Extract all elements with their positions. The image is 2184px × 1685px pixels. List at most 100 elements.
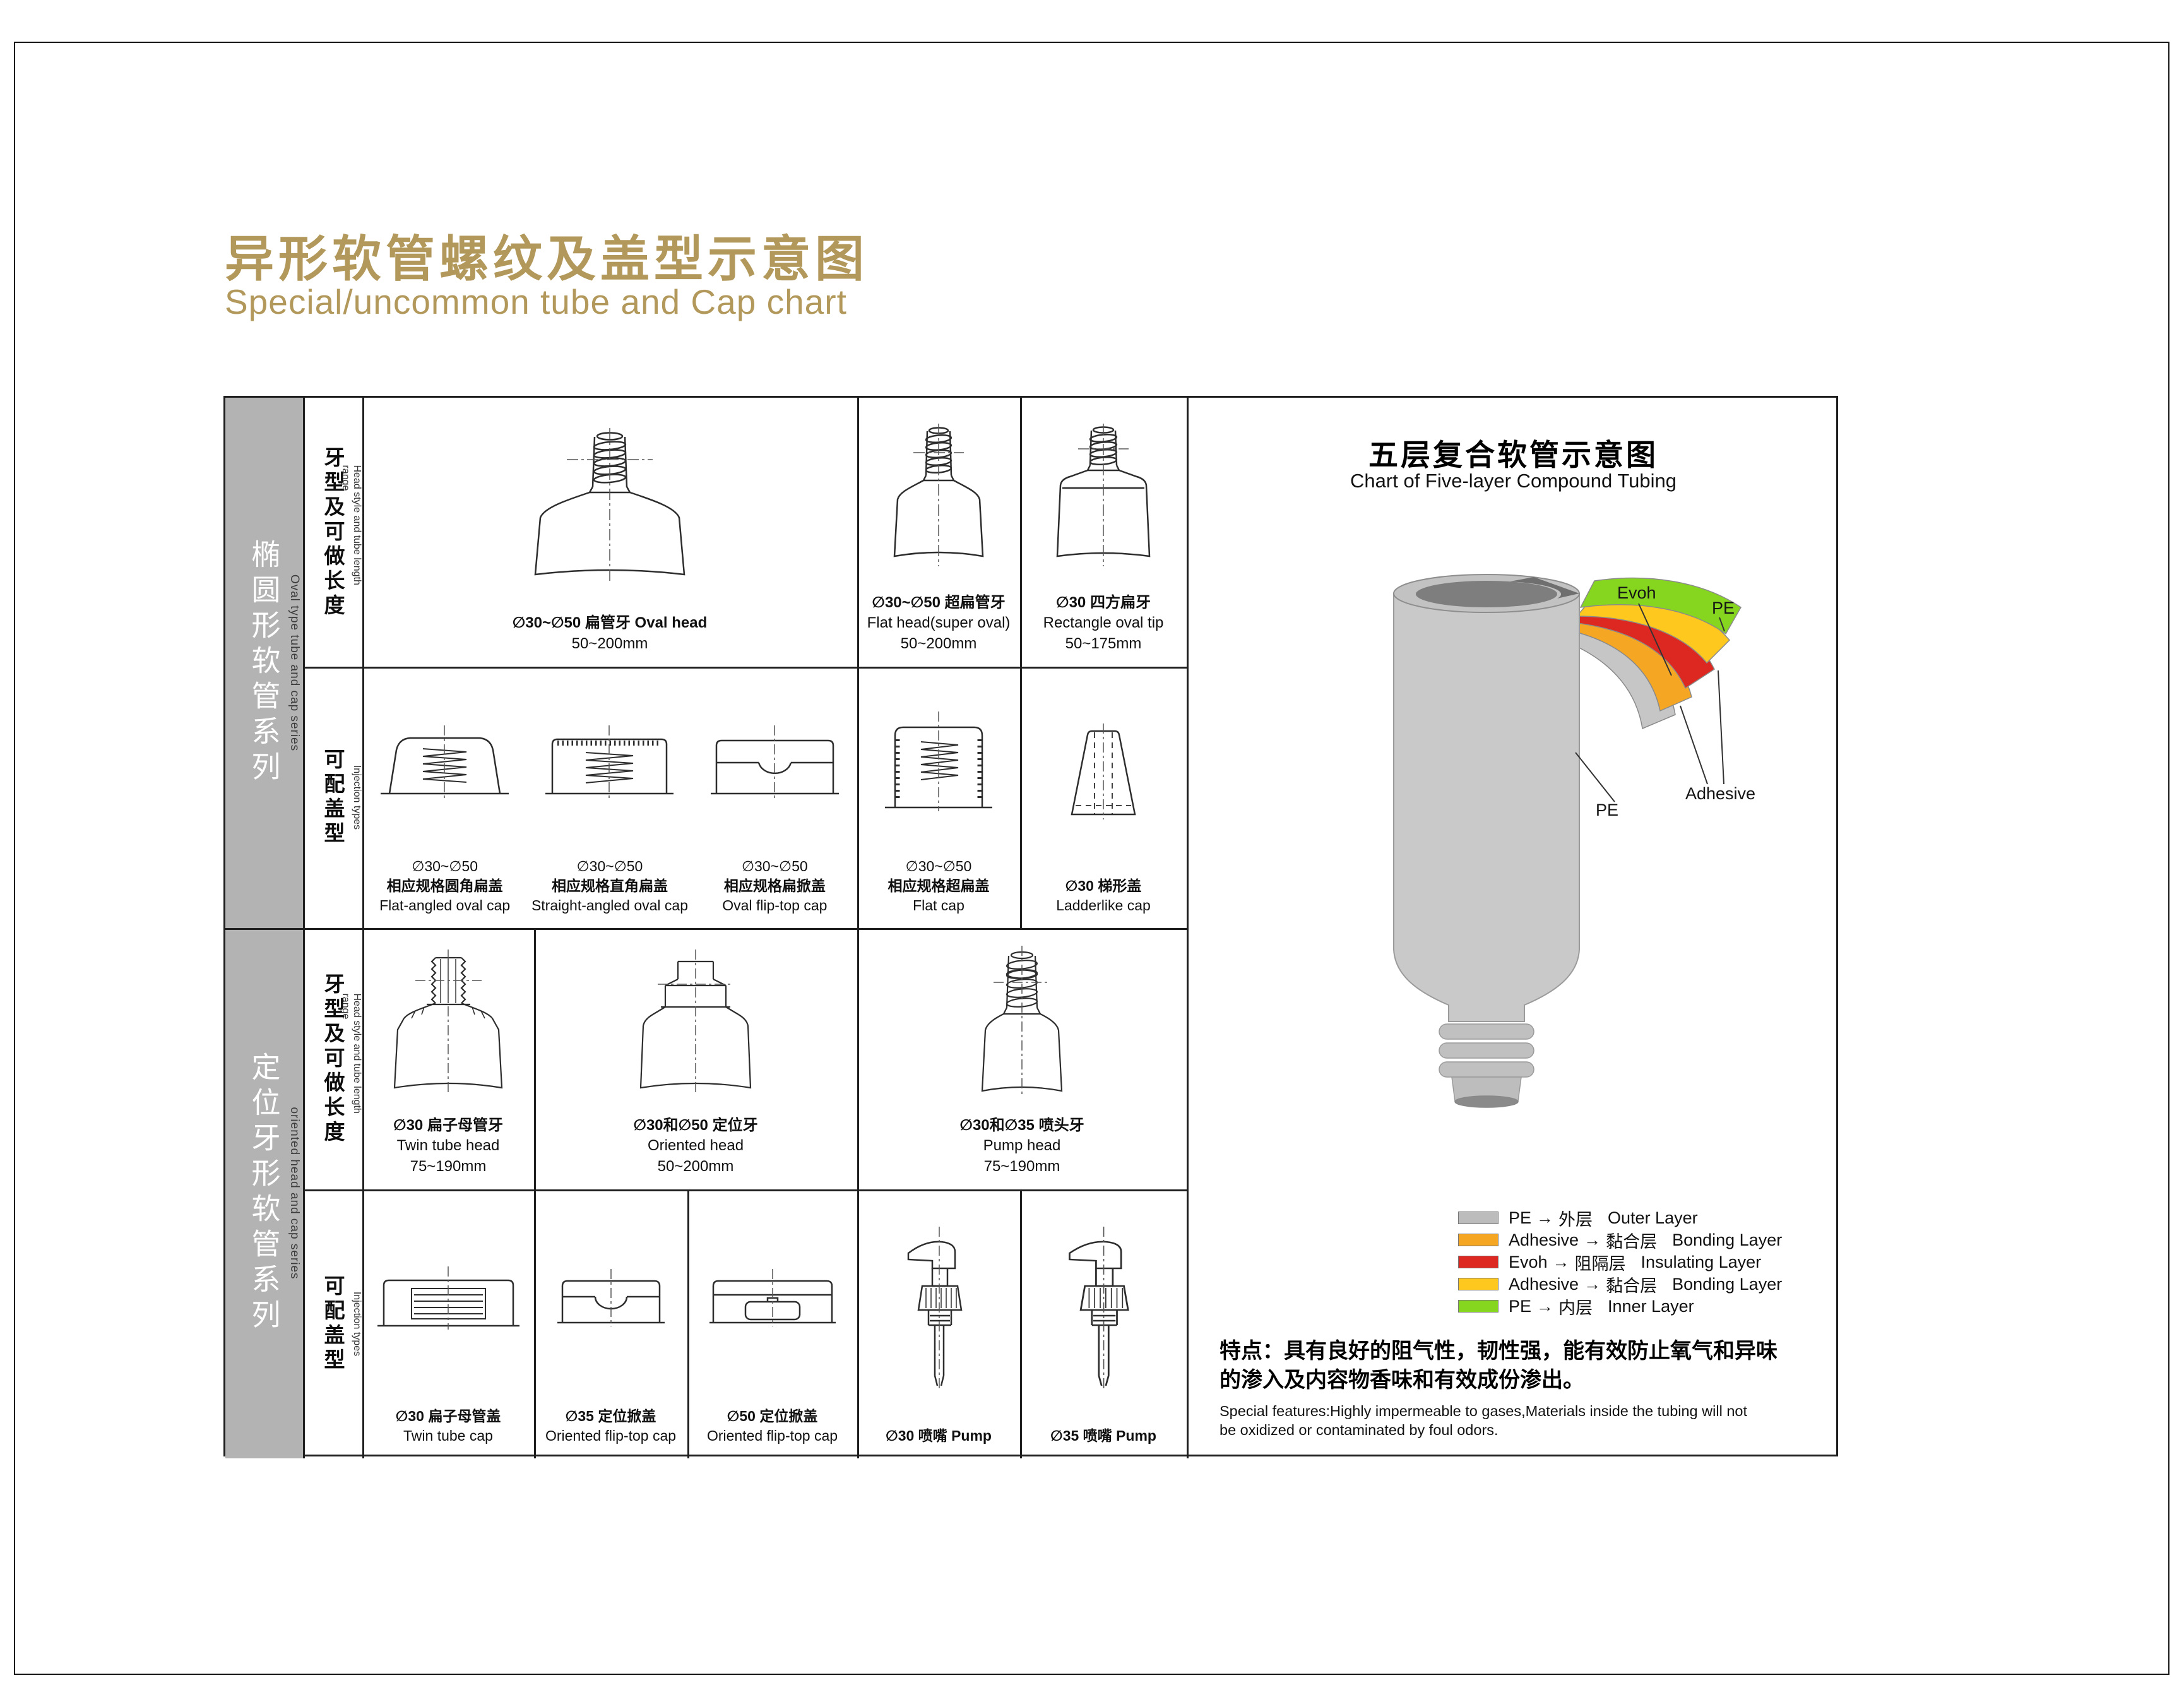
cell-label: ∅30~∅50 相应规格扁掀盖 Oval flip-top cap xyxy=(722,857,828,914)
cell-label: ∅30~∅50 相应规格圆角扁盖 Flat-angled oval cap xyxy=(379,857,511,914)
cell-oval-caps: ∅30~∅50 相应规格圆角扁盖 Flat-angled oval cap xyxy=(362,667,857,928)
legend-swatch-outer xyxy=(1458,1212,1499,1224)
grid-line xyxy=(303,667,1187,669)
rect-tip-drawing xyxy=(1020,398,1187,593)
features-en: Special features:Highly impermeable to g… xyxy=(1220,1402,1747,1439)
cell-label: ∅35 定位掀盖 Oriented flip-top cap xyxy=(545,1407,677,1444)
cell-label: ∅30 扁子母管盖 Twin tube cap xyxy=(395,1407,501,1444)
flat-head-drawing xyxy=(857,398,1020,593)
cell-label: ∅35 喷嘴 Pump xyxy=(1050,1427,1156,1444)
row-header-oriented-heads: 牙型及可做长度 Head style and tube length range xyxy=(303,928,362,1189)
arrow-icon: → xyxy=(1584,1230,1601,1249)
label-evoh: Evoh xyxy=(1617,583,1656,602)
grid-line xyxy=(225,928,1187,930)
cell-oriented-flip35: ∅35 定位掀盖 Oriented flip-top cap xyxy=(534,1189,687,1458)
flat-angled-cap-drawing xyxy=(362,667,527,857)
layer-legend: PE → 外层 Outer Layer Adhesive → 黏合层 Bondi… xyxy=(1458,1208,1782,1318)
panel-subtitle: Chart of Five-layer Compound Tubing xyxy=(1350,470,1677,492)
cell-flat-head: ∅30~∅50 超扁管牙 Flat head(super oval) 50~20… xyxy=(857,398,1020,667)
cell-label: ∅30 扁子母管牙 Twin tube head 75~190mm xyxy=(393,1116,503,1175)
arrow-icon: → xyxy=(1584,1274,1601,1294)
row-header-en: Head style and tube length range xyxy=(340,465,362,585)
row-header-zh: 牙型及可做长度 xyxy=(321,972,345,1145)
legend-row-inner: PE → 内层 Inner Layer xyxy=(1458,1296,1782,1318)
cell-label: ∅30 四方扁牙 Rectangle oval tip 50~175mm xyxy=(1043,593,1164,652)
grid-line xyxy=(1020,1189,1022,1458)
legend-row-bonding1: Adhesive → 黏合层 Bonding Layer xyxy=(1458,1230,1782,1251)
row-header-en: Head style and tube length range xyxy=(340,993,362,1114)
cell-ladder-cap: ∅30 梯形盖 Ladderlike cap xyxy=(1020,667,1187,928)
legend-swatch-insulating xyxy=(1458,1256,1499,1268)
row-header-zh: 牙型及可做长度 xyxy=(321,446,345,619)
twin-head-drawing xyxy=(362,928,534,1116)
row-header-oval-heads: 牙型及可做长度 Head style and tube length range xyxy=(303,398,362,667)
oriented-head-drawing xyxy=(534,928,857,1116)
grid-line xyxy=(303,1189,1187,1191)
cell-oriented-flip50: ∅50 定位掀盖 Oriented flip-top cap xyxy=(687,1189,857,1458)
cell-rect-tip: ∅30 四方扁牙 Rectangle oval tip 50~175mm xyxy=(1020,398,1187,667)
tube-cap-chart: 椭圆形软管系列 Oval type tube and cap series 定位… xyxy=(223,396,1840,1458)
label-pe-side: PE xyxy=(1596,801,1618,819)
grid-line xyxy=(1187,398,1189,1458)
cell-twin-cap: ∅30 扁子母管盖 Twin tube cap xyxy=(362,1189,534,1458)
oriented-series-label-en: oriented head and cap series xyxy=(288,1107,301,1280)
row-header-en: Injection types xyxy=(352,1291,362,1357)
arrow-icon: → xyxy=(1552,1252,1570,1271)
cell-twin-head: ∅30 扁子母管牙 Twin tube head 75~190mm xyxy=(362,928,534,1189)
arrow-icon: → xyxy=(1536,1208,1554,1227)
sidebar-oriented-series: 定位牙形软管系列 oriented head and cap series xyxy=(225,928,303,1458)
grid-line xyxy=(1020,398,1022,928)
ladder-cap-drawing xyxy=(1020,667,1187,876)
row-header-en: Injection types xyxy=(352,765,362,830)
cell-pump30: ∅30 喷嘴 Pump xyxy=(857,1189,1020,1458)
features-zh: 特点：具有良好的阻气性，韧性强，能有效防止氧气和异味 的渗入及内容物香味和有效成… xyxy=(1220,1339,1777,1392)
cell-pump-head: ∅30和∅35 喷头牙 Pump head 75~190mm xyxy=(857,928,1187,1189)
arrow-icon: → xyxy=(1536,1296,1554,1316)
row-header-zh: 可配盖型 xyxy=(321,748,345,847)
row-header-oval-caps: 可配盖型 Injection types xyxy=(303,667,362,928)
five-layer-tube-drawing: Evoh PE PE Adhesive xyxy=(1393,574,1755,1108)
cell-label: ∅30~∅50 相应规格直角扁盖 Straight-angled oval ca… xyxy=(531,857,689,914)
oriented-flip35-drawing xyxy=(534,1189,687,1407)
oriented-series-label-zh: 定位牙形软管系列 xyxy=(247,1052,281,1335)
oval-fliptop-cap-drawing xyxy=(692,667,857,857)
legend-row-insulating: Evoh → 阻隔层 Insulating Layer xyxy=(1458,1252,1782,1273)
cell-label: ∅30 喷嘴 Pump xyxy=(886,1427,992,1444)
flat-cap-drawing xyxy=(857,667,1020,857)
label-adhesive: Adhesive xyxy=(1685,784,1755,803)
page-frame xyxy=(14,42,2169,1675)
five-layer-panel: 五层复合软管示意图 Chart of Five-layer Compound T… xyxy=(1187,398,1840,1458)
cell-label: ∅30和∅35 喷头牙 Pump head 75~190mm xyxy=(959,1116,1084,1175)
cell-label: ∅30 梯形盖 Ladderlike cap xyxy=(1056,877,1151,914)
legend-swatch-bonding1 xyxy=(1458,1234,1499,1246)
grid-line xyxy=(687,1189,689,1458)
cell-label: ∅30和∅50 定位牙 Oriented head 50~200mm xyxy=(633,1116,758,1175)
grid-line xyxy=(534,928,536,1458)
row-header-zh: 可配盖型 xyxy=(321,1275,345,1373)
cell-label: ∅30~∅50 相应规格超扁盖 Flat cap xyxy=(887,857,990,914)
legend-swatch-inner xyxy=(1458,1300,1499,1313)
legend-swatch-bonding2 xyxy=(1458,1278,1499,1290)
label-pe-top: PE xyxy=(1712,598,1735,617)
cell-label: ∅30~∅50 扁管牙 Oval head 50~200mm xyxy=(512,614,708,652)
oval-series-label-en: Oval type tube and cap series xyxy=(288,574,301,752)
panel-title: 五层复合软管示意图 xyxy=(1368,438,1658,472)
page-subtitle: Special/uncommon tube and Cap chart xyxy=(225,282,847,321)
item-straight-angled-cap: ∅30~∅50 相应规格直角扁盖 Straight-angled oval ca… xyxy=(527,667,692,928)
row-header-oriented-caps: 可配盖型 Injection types xyxy=(303,1189,362,1458)
cell-pump35: ∅35 喷嘴 Pump xyxy=(1020,1189,1187,1458)
special-features: 特点：具有良好的阻气性，韧性强，能有效防止氧气和异味 的渗入及内容物香味和有效成… xyxy=(1220,1337,1829,1440)
oriented-flip50-drawing xyxy=(687,1189,857,1407)
pump35-drawing xyxy=(1020,1189,1187,1426)
legend-row-outer: PE → 外层 Outer Layer xyxy=(1458,1208,1782,1229)
pump30-drawing xyxy=(857,1189,1020,1426)
cell-flat-cap: ∅30~∅50 相应规格超扁盖 Flat cap xyxy=(857,667,1020,928)
cell-label: ∅50 定位掀盖 Oriented flip-top cap xyxy=(706,1407,838,1444)
item-oval-fliptop-cap: ∅30~∅50 相应规格扁掀盖 Oval flip-top cap xyxy=(692,667,857,928)
sidebar-oval-series: 椭圆形软管系列 Oval type tube and cap series xyxy=(225,398,303,928)
cell-oriented-head: ∅30和∅50 定位牙 Oriented head 50~200mm xyxy=(534,928,857,1189)
oval-head-drawing xyxy=(362,398,857,613)
pump-head-drawing xyxy=(857,928,1187,1116)
item-flat-angled-cap: ∅30~∅50 相应规格圆角扁盖 Flat-angled oval cap xyxy=(362,667,527,928)
